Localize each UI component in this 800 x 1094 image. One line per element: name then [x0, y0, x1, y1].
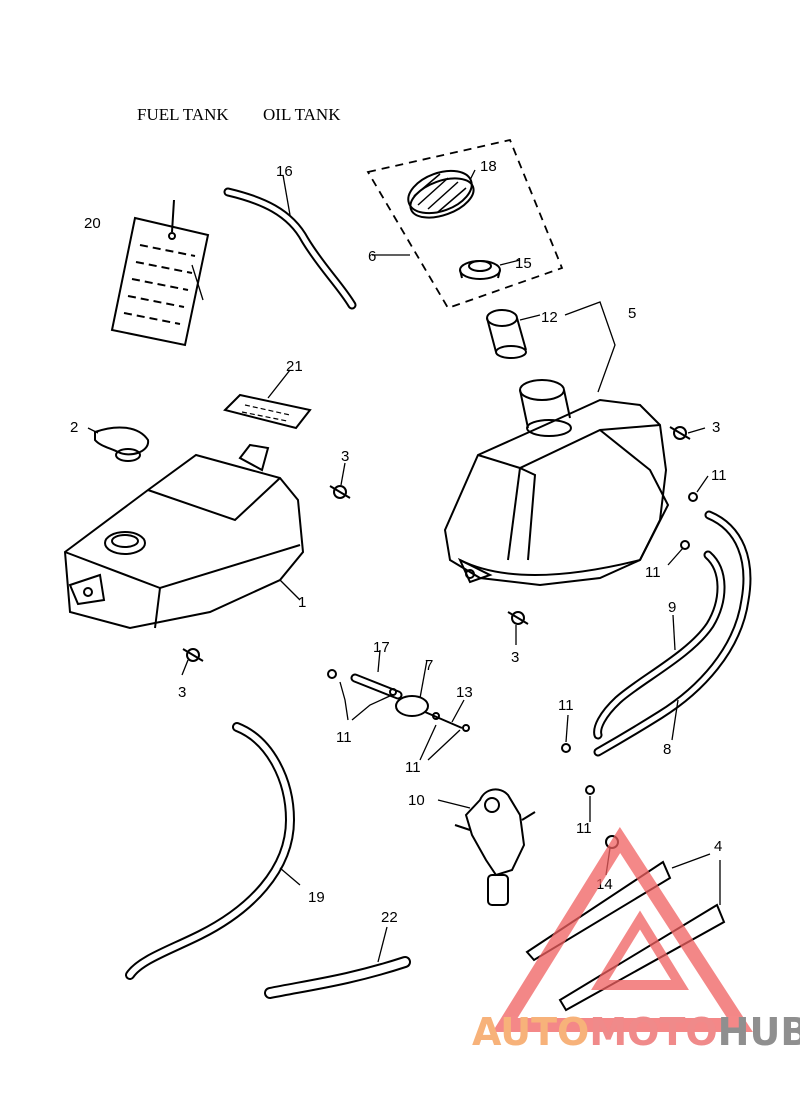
callout-1: 1: [298, 594, 306, 611]
part-10-fuel-valve: [454, 788, 536, 906]
watermark-auto: AUTO: [472, 1010, 589, 1054]
part-8-hose: [593, 550, 726, 740]
callout-9: 9: [668, 599, 676, 616]
callout-11: 11: [336, 729, 352, 746]
callout-12: 12: [541, 309, 558, 326]
callout-17: 17: [373, 639, 390, 656]
callout-18: 18: [480, 158, 497, 175]
callout-3: 3: [341, 448, 349, 465]
callout-7: 7: [425, 657, 433, 674]
callout-13: 13: [456, 684, 473, 701]
diagram-title-fuel-tank: FUEL TANK: [137, 105, 229, 124]
callout-6: 6: [368, 248, 376, 265]
callout-16: 16: [276, 163, 293, 180]
callout-5: 5: [628, 305, 636, 322]
callout-11: 11: [405, 759, 421, 776]
callout-21: 21: [286, 358, 303, 375]
part-3-bolt: [182, 648, 204, 662]
watermark-logo: [492, 826, 753, 1032]
callout-2: 2: [70, 419, 78, 436]
part-11-clip: [561, 743, 571, 753]
part-3-bolt: [329, 485, 351, 499]
diagram-title-oil-tank: OIL TANK: [263, 105, 341, 124]
part-16-hose: [223, 187, 357, 310]
part-21-decal: [223, 393, 312, 430]
callout-11: 11: [645, 564, 661, 581]
callout-11: 11: [558, 697, 574, 714]
part-6-cap-assembly-frame: [366, 138, 564, 310]
callout-8: 8: [663, 741, 671, 758]
callout-19: 19: [308, 889, 325, 906]
part-11-clip: [327, 669, 337, 679]
part-19-hose: [125, 722, 296, 980]
part-11-clip: [680, 540, 690, 550]
part-12-filler-neck: [486, 309, 527, 359]
part-3-bolt: [507, 611, 529, 625]
callout-20: 20: [84, 215, 101, 232]
callout-3: 3: [712, 419, 720, 436]
part-11-clip: [688, 492, 698, 502]
callout-3: 3: [511, 649, 519, 666]
part-18-tank-cap: [407, 169, 475, 219]
callout-11: 11: [576, 820, 592, 837]
callout-10: 10: [408, 792, 425, 809]
callout-11: 11: [711, 467, 727, 484]
callout-22: 22: [381, 909, 398, 926]
part-7-fuel-filter: [350, 673, 470, 732]
part-3-bolt: [669, 426, 691, 440]
callout-3: 3: [178, 684, 186, 701]
watermark-text: AUTOMOTOHUB: [472, 1010, 800, 1054]
part-11-clip: [585, 785, 595, 795]
callout-4: 4: [714, 838, 722, 855]
part-2-oil-cap: [94, 426, 150, 462]
callout-15: 15: [515, 255, 532, 272]
watermark-hub: HUB: [718, 1010, 800, 1054]
part-20-label-tag: [110, 199, 210, 347]
part-5-fuel-tank: [443, 379, 670, 587]
watermark-moto: MOTO: [589, 1010, 717, 1054]
part-1-oil-tank: [63, 443, 305, 630]
part-15-gasket: [459, 260, 501, 280]
